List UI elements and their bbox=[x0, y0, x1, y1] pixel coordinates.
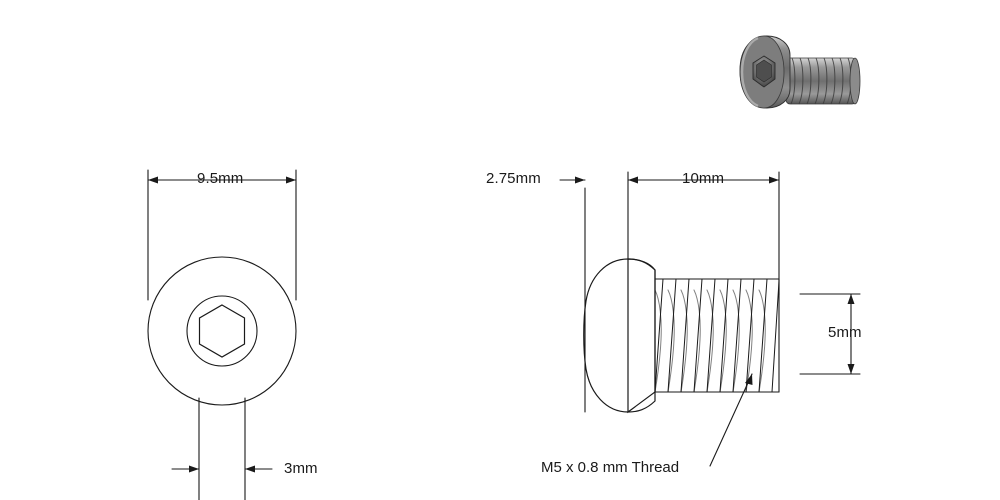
top-view-extension-lines bbox=[147, 169, 297, 301]
hex-socket bbox=[198, 304, 246, 358]
head-diameter-label: 9.5mm bbox=[197, 170, 244, 187]
thread-diameter-dimension bbox=[799, 293, 861, 375]
isometric-screw bbox=[739, 35, 861, 109]
overall-length-dimension bbox=[627, 171, 780, 296]
head-height-dimension bbox=[559, 176, 586, 413]
thread-callout-label: M5 x 0.8 mm Thread bbox=[541, 459, 680, 476]
shank-outline-top-view bbox=[198, 397, 246, 500]
overall-length-label: 10mm bbox=[682, 170, 725, 187]
socket-bore-circle bbox=[186, 295, 258, 367]
head-profile-side bbox=[627, 258, 656, 414]
shank-diameter-dimension-line bbox=[171, 465, 273, 473]
thread-diameter-label: 5mm bbox=[828, 324, 862, 341]
head-height-label: 2.75mm bbox=[486, 170, 541, 187]
iso-button-head bbox=[739, 35, 791, 109]
head-outer-circle bbox=[147, 256, 297, 406]
thread-callout-leader bbox=[709, 373, 753, 467]
thread-crests bbox=[654, 278, 780, 393]
head-dome-outline bbox=[583, 258, 656, 413]
shank-diameter-label: 3mm bbox=[284, 460, 318, 477]
head-diameter-dimension-line bbox=[147, 176, 297, 184]
iso-thread-shaft bbox=[785, 57, 861, 105]
